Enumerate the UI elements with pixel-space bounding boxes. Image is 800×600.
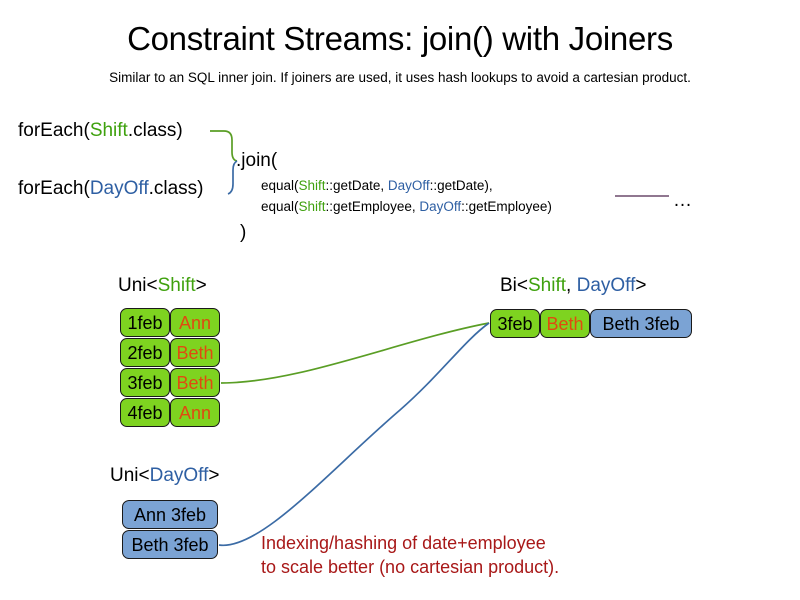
foreach-shift-suffix: .class) [127,120,183,141]
uni-dayoff-row[interactable]: Ann 3feb [122,500,218,529]
caption-uni-dayoff: Uni<DayOff> [110,465,220,487]
foreach-dayoff-suffix: .class) [148,178,204,199]
dayoff-label-cell: Ann 3feb [122,500,218,529]
foreach-dayoff-type: DayOff [89,178,149,199]
annotation-line-1: Indexing/hashing of date+employee [261,533,546,553]
equal-employee-left-method: ::getEmployee, [325,199,420,214]
equal-date-left-type: Shift [298,178,326,193]
annotation-line-2: to scale better (no cartesian product). [261,557,560,578]
annotation-text: Indexing/hashing of date+employee to sca… [261,531,559,580]
equal-employee-right-method: ::getEmployee) [461,199,552,214]
connector-dayoff-to-bi [218,322,490,546]
bi-shift-name-cell: Beth [540,309,590,338]
foreach-shift-type: Shift [89,120,128,141]
page-subtitle: Similar to an SQL inner join. If joiners… [109,70,691,85]
connector-shift-to-bi [220,322,490,384]
equal-employee-prefix: equal( [261,199,299,214]
code-foreach-dayoff: forEach(DayOff.class) [18,178,204,200]
caption-bi-prefix: Bi< [500,275,528,296]
equal-date-prefix: equal( [261,178,299,193]
shift-name-cell: Beth [170,338,220,367]
equal-employee-left-type: Shift [298,199,326,214]
code-join-open: .join( [236,150,278,171]
shift-date-cell: 2feb [120,338,170,367]
dayoff-label-cell: Beth 3feb [122,530,218,559]
equal-date-right-method: ::getDate), [429,178,493,193]
shift-name-cell: Ann [170,308,220,337]
caption-uni-shift-type: Shift [157,275,196,296]
uni-dayoff-row[interactable]: Beth 3feb [122,530,218,559]
shift-date-cell: 1feb [120,308,170,337]
shift-name-cell: Beth [170,368,220,397]
code-equal-employee: equal(Shift::getEmployee, DayOff::getEmp… [261,199,552,214]
caption-uni-dayoff-prefix: Uni< [110,465,150,486]
caption-uni-shift: Uni<Shift> [118,275,207,297]
uni-shift-row[interactable]: 1feb Ann [120,308,220,337]
connector-shift-to-join [210,130,238,162]
caption-uni-shift-suffix: > [195,275,207,296]
bi-tuple-row[interactable]: 3feb Beth Beth 3feb [490,309,692,338]
caption-bi-type-b: DayOff [576,275,636,296]
caption-uni-shift-prefix: Uni< [118,275,158,296]
shift-date-cell: 3feb [120,368,170,397]
bi-dayoff-cell: Beth 3feb [590,309,692,338]
foreach-shift-prefix: forEach( [18,120,90,141]
shift-date-cell: 4feb [120,398,170,427]
uni-shift-row[interactable]: 4feb Ann [120,398,220,427]
caption-bi-separator: , [566,275,577,296]
shift-name-cell: Ann [170,398,220,427]
caption-bi-type-a: Shift [528,275,567,296]
uni-shift-row[interactable]: 3feb Beth [120,368,220,397]
equal-date-left-method: ::getDate, [325,178,388,193]
caption-uni-dayoff-suffix: > [208,465,220,486]
equal-date-right-type: DayOff [387,178,430,193]
equal-employee-right-type: DayOff [419,199,462,214]
caption-bi: Bi<Shift, DayOff> [500,275,646,297]
uni-shift-row[interactable]: 2feb Beth [120,338,220,367]
foreach-dayoff-prefix: forEach( [18,178,90,199]
code-foreach-shift: forEach(Shift.class) [18,120,183,142]
page-title: Constraint Streams: join() with Joiners [127,20,673,57]
code-join-close: ) [240,222,247,243]
ellipsis-label: … [673,190,693,211]
caption-uni-dayoff-type: DayOff [149,465,209,486]
code-equal-date: equal(Shift::getDate, DayOff::getDate), [261,178,493,193]
bi-shift-date-cell: 3feb [490,309,540,338]
caption-bi-suffix: > [635,275,647,296]
